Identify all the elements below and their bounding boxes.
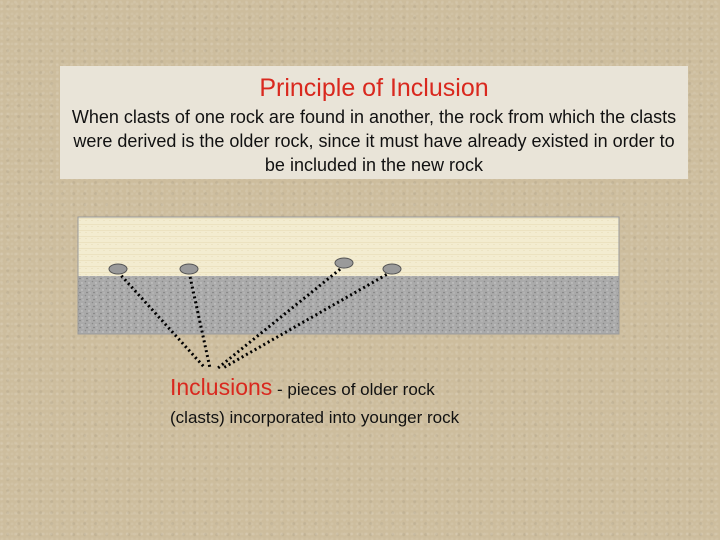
clast [180, 264, 198, 274]
clast [383, 264, 401, 274]
inclusions-caption: Inclusions - pieces of older rock (clast… [170, 372, 550, 431]
clast [335, 258, 353, 268]
inclusions-term: Inclusions [170, 374, 272, 400]
clast [109, 264, 127, 274]
older-rock-layer [78, 276, 619, 334]
caption-line1: - pieces of older rock [272, 380, 435, 399]
caption-line2: (clasts) incorporated into younger rock [170, 405, 550, 431]
